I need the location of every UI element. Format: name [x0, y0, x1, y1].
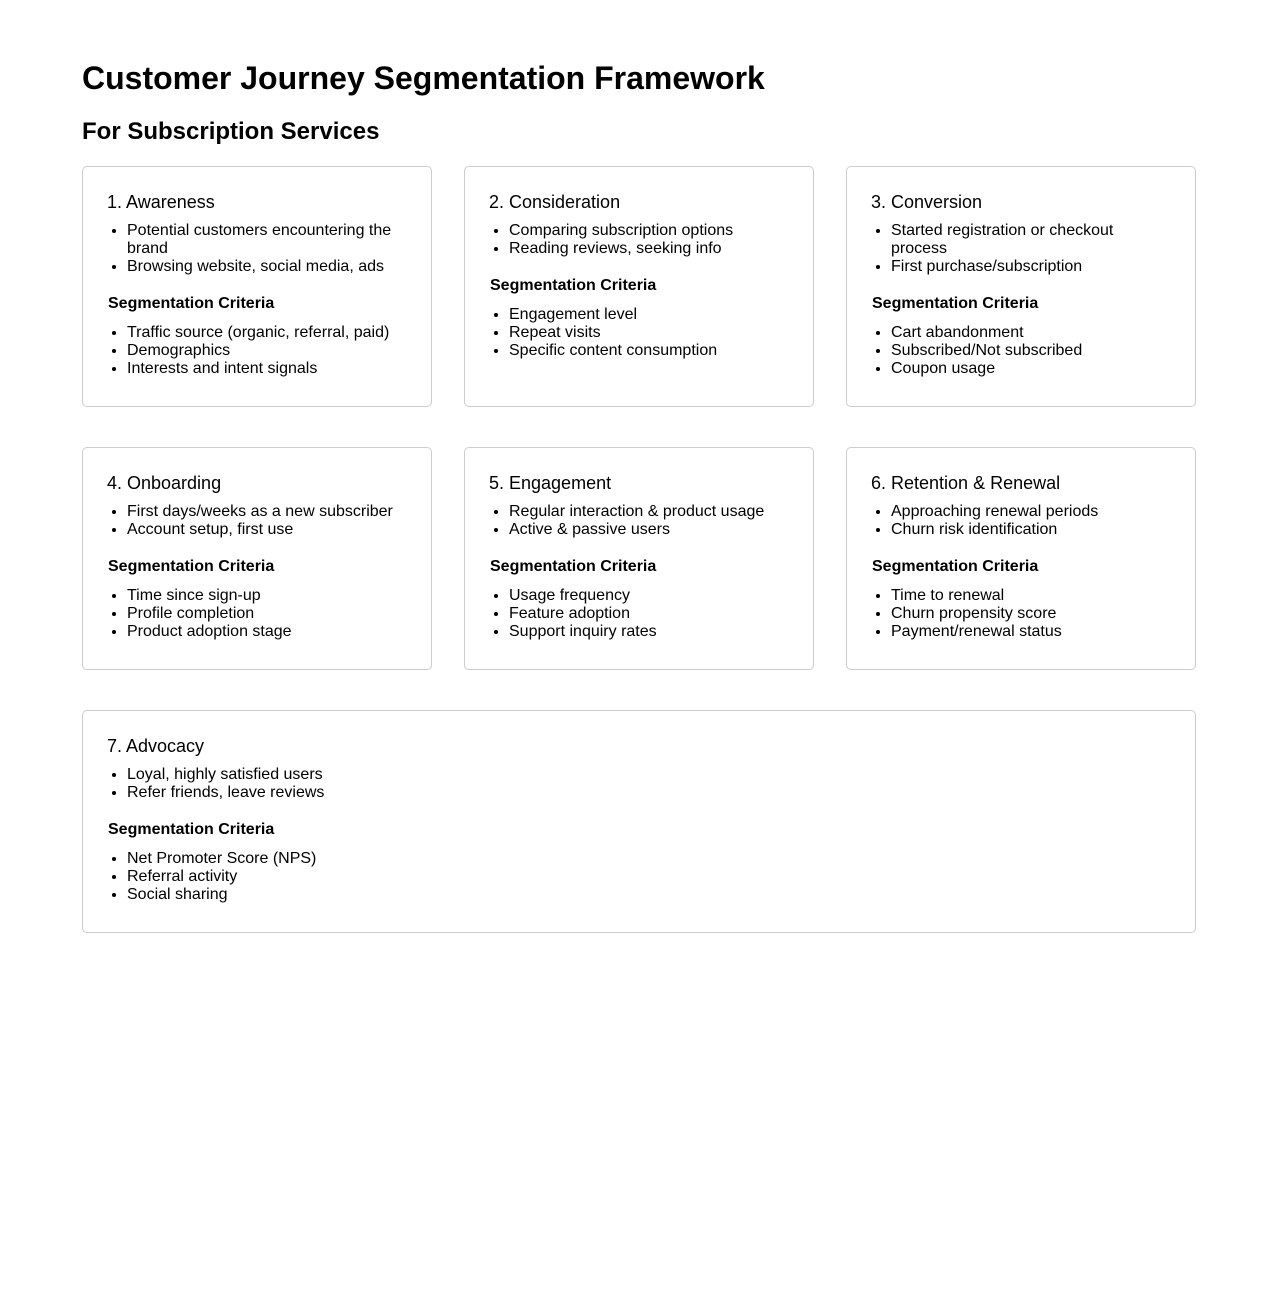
stage-description-list: Started registration or checkout process…	[871, 222, 1171, 276]
criteria-heading: Segmentation Criteria	[872, 295, 1039, 312]
stage-card-consideration: 2. Consideration Comparing subscription …	[464, 166, 814, 407]
list-item: Loyal, highly satisfied users	[127, 766, 1171, 784]
criteria-list: Traffic source (organic, referral, paid)…	[107, 324, 407, 378]
list-item: First purchase/subscription	[891, 258, 1171, 276]
list-item: Started registration or checkout process	[891, 222, 1171, 258]
criteria-heading: Segmentation Criteria	[872, 558, 1039, 575]
stage-description-list: Potential customers encountering the bra…	[107, 222, 407, 276]
list-item: Coupon usage	[891, 360, 1171, 378]
stage-card-retention-renewal: 6. Retention & Renewal Approaching renew…	[846, 447, 1196, 670]
list-item: Regular interaction & product usage	[509, 503, 789, 521]
list-item: Comparing subscription options	[509, 222, 789, 240]
list-item: Time to renewal	[891, 587, 1171, 605]
list-item: Traffic source (organic, referral, paid)	[127, 324, 407, 342]
criteria-heading: Segmentation Criteria	[108, 821, 275, 838]
stage-description-list: Regular interaction & product usage Acti…	[489, 503, 789, 539]
list-item: Approaching renewal periods	[891, 503, 1171, 521]
list-item: Reading reviews, seeking info	[509, 240, 789, 258]
list-item: Account setup, first use	[127, 521, 407, 539]
list-item: Payment/renewal status	[891, 623, 1171, 641]
stage-title: 7. Advocacy	[107, 736, 205, 756]
list-item: Browsing website, social media, ads	[127, 258, 407, 276]
list-item: Net Promoter Score (NPS)	[127, 850, 1171, 868]
stage-description-list: Approaching renewal periods Churn risk i…	[871, 503, 1171, 539]
list-item: Engagement level	[509, 306, 789, 324]
stage-description-list: First days/weeks as a new subscriber Acc…	[107, 503, 407, 539]
list-item: Feature adoption	[509, 605, 789, 623]
list-item: Support inquiry rates	[509, 623, 789, 641]
criteria-list: Engagement level Repeat visits Specific …	[489, 306, 789, 360]
stage-title: 3. Conversion	[871, 192, 983, 212]
stage-card-conversion: 3. Conversion Started registration or ch…	[846, 166, 1196, 407]
list-item: First days/weeks as a new subscriber	[127, 503, 407, 521]
list-item: Usage frequency	[509, 587, 789, 605]
list-item: Churn risk identification	[891, 521, 1171, 539]
stage-card-onboarding: 4. Onboarding First days/weeks as a new …	[82, 447, 432, 670]
list-item: Active & passive users	[509, 521, 789, 539]
stage-title: 2. Consideration	[489, 192, 621, 212]
page-subtitle: For Subscription Services	[82, 118, 380, 145]
list-item: Cart abandonment	[891, 324, 1171, 342]
list-item: Product adoption stage	[127, 623, 407, 641]
criteria-heading: Segmentation Criteria	[108, 558, 275, 575]
list-item: Repeat visits	[509, 324, 789, 342]
criteria-list: Cart abandonment Subscribed/Not subscrib…	[871, 324, 1171, 378]
stage-description-list: Comparing subscription options Reading r…	[489, 222, 789, 258]
stage-title: 6. Retention & Renewal	[871, 473, 1061, 493]
criteria-list: Usage frequency Feature adoption Support…	[489, 587, 789, 641]
list-item: Referral activity	[127, 868, 1171, 886]
stage-description-list: Loyal, highly satisfied users Refer frie…	[107, 766, 1171, 802]
list-item: Potential customers encountering the bra…	[127, 222, 407, 258]
list-item: Social sharing	[127, 886, 1171, 904]
criteria-heading: Segmentation Criteria	[108, 295, 275, 312]
stage-card-engagement: 5. Engagement Regular interaction & prod…	[464, 447, 814, 670]
list-item: Subscribed/Not subscribed	[891, 342, 1171, 360]
list-item: Specific content consumption	[509, 342, 789, 360]
list-item: Refer friends, leave reviews	[127, 784, 1171, 802]
criteria-heading: Segmentation Criteria	[490, 558, 657, 575]
list-item: Demographics	[127, 342, 407, 360]
stage-card-awareness: 1. Awareness Potential customers encount…	[82, 166, 432, 407]
criteria-list: Time to renewal Churn propensity score P…	[871, 587, 1171, 641]
criteria-heading: Segmentation Criteria	[490, 277, 657, 294]
list-item: Churn propensity score	[891, 605, 1171, 623]
list-item: Time since sign-up	[127, 587, 407, 605]
stage-grid: 1. Awareness Potential customers encount…	[82, 166, 1196, 933]
page-title: Customer Journey Segmentation Framework	[82, 60, 765, 96]
criteria-list: Time since sign-up Profile completion Pr…	[107, 587, 407, 641]
list-item: Profile completion	[127, 605, 407, 623]
stage-title: 4. Onboarding	[107, 473, 222, 493]
stage-title: 1. Awareness	[107, 192, 215, 212]
stage-card-advocacy: 7. Advocacy Loyal, highly satisfied user…	[82, 710, 1196, 933]
stage-title: 5. Engagement	[489, 473, 612, 493]
criteria-list: Net Promoter Score (NPS) Referral activi…	[107, 850, 1171, 904]
list-item: Interests and intent signals	[127, 360, 407, 378]
